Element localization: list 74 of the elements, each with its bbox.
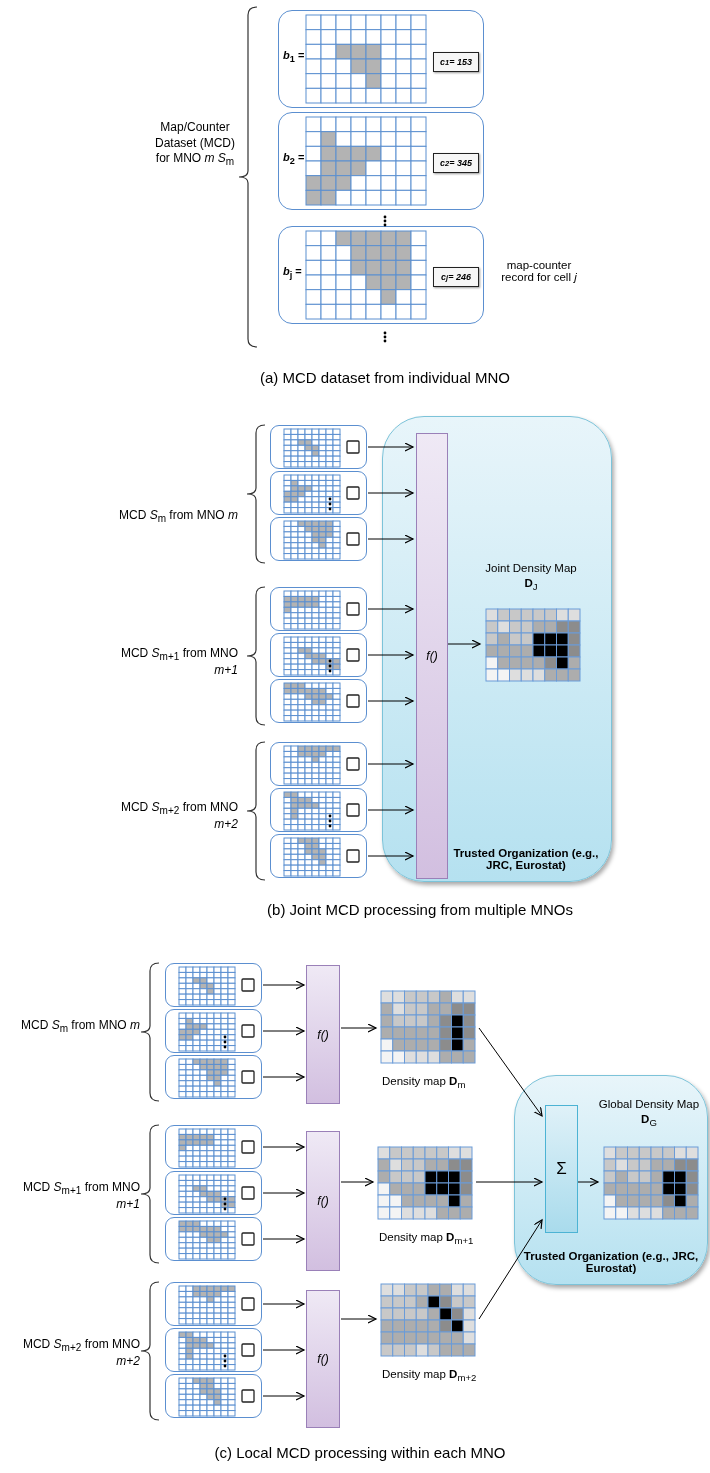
- arrow: [367, 534, 414, 544]
- organization-label: Trusted Organization (e.g., JRC, Eurostat): [452, 847, 600, 871]
- figure-caption: (c) Local MCD processing within each MNO: [213, 1443, 507, 1463]
- map-title: Global Density Map D$_{G}$: [597, 1097, 701, 1130]
- arrow: [262, 1299, 305, 1309]
- arrow: [262, 1142, 305, 1152]
- brace-label: MCD S$_{m+2}$ from MNO m+2: [21, 1337, 140, 1370]
- arrow: [478, 1027, 543, 1117]
- arrow: [262, 1072, 305, 1082]
- brace-label: MCD S$_{m+1}$ from MNO m+1: [21, 1180, 140, 1213]
- record-box: [165, 1009, 262, 1053]
- organization-label: Trusted Organization (e.g., JRC, Eurostat): [522, 1250, 700, 1274]
- record-box: [270, 679, 367, 723]
- record-box: [270, 742, 367, 786]
- arrow: [262, 1391, 305, 1401]
- arrow: [367, 759, 414, 769]
- record-note: map-counter record for cell j: [500, 259, 578, 283]
- record-box: [165, 1055, 262, 1099]
- arrow: [367, 442, 414, 452]
- record-box: [165, 1171, 262, 1215]
- map-title: Density map D$_{m}$: [382, 1074, 466, 1092]
- function-bar: f(): [416, 433, 448, 879]
- vector-label: b$_{2}$ =: [283, 151, 305, 167]
- record-box: [270, 517, 367, 561]
- arrow: [447, 639, 481, 649]
- record-box: [165, 1125, 262, 1169]
- arrow: [262, 1026, 305, 1036]
- brace-label: Map/Counter Dataset (MCD) for MNO m S$_{m}$: [154, 120, 236, 169]
- map-title: Density map D$_{m+2}$: [382, 1367, 477, 1385]
- arrow: [262, 1345, 305, 1355]
- arrow: [577, 1177, 599, 1187]
- record-box: [165, 1217, 262, 1261]
- arrow: [340, 1023, 377, 1033]
- sum-bar: Σ: [545, 1105, 578, 1233]
- record-box: [270, 834, 367, 878]
- record-box: [270, 587, 367, 631]
- brace-label: MCD S$_{m+2}$ from MNO m+2: [119, 800, 238, 833]
- vector-label: b$_{1}$ =: [283, 49, 305, 65]
- arrow: [367, 650, 414, 660]
- arrow: [262, 980, 305, 990]
- figure-caption: (a) MCD dataset from individual MNO: [258, 368, 512, 388]
- function-bar: f(): [306, 1290, 340, 1428]
- brace-label: MCD S$_{m+1}$ from MNO m+1: [119, 646, 238, 679]
- function-bar: f(): [306, 1131, 340, 1271]
- arrow: [262, 1234, 305, 1244]
- arrow: [367, 488, 414, 498]
- arrow: [367, 696, 414, 706]
- organization-panel: [514, 1075, 708, 1285]
- record-box: [278, 10, 484, 108]
- map-title: Density map D$_{m+1}$: [379, 1230, 474, 1248]
- record-box: [270, 633, 367, 677]
- arrow: [478, 1219, 543, 1320]
- record-box: [165, 1374, 262, 1418]
- vector-label: b$_{j}$ =: [283, 265, 302, 281]
- organization-panel: [382, 416, 612, 882]
- record-box: [165, 1282, 262, 1326]
- record-box: [165, 1328, 262, 1372]
- function-bar: f(): [306, 965, 340, 1104]
- record-box: [270, 471, 367, 515]
- record-box: [270, 788, 367, 832]
- arrow: [340, 1314, 377, 1324]
- arrow: [367, 805, 414, 815]
- figure-caption: (b) Joint MCD processing from multiple MNOs: [266, 900, 574, 920]
- arrow: [340, 1177, 374, 1187]
- arrow: [367, 604, 414, 614]
- map-title: Joint Density Map D$_{J}$: [484, 561, 578, 594]
- arrow: [475, 1177, 543, 1187]
- brace-label: MCD S$_{m}$ from MNO m: [19, 1018, 140, 1036]
- record-box: [270, 425, 367, 469]
- arrow: [262, 1188, 305, 1198]
- brace-label: MCD S$_{m}$ from MNO m: [117, 508, 238, 526]
- record-box: [278, 112, 484, 210]
- arrow: [367, 851, 414, 861]
- record-box: [165, 963, 262, 1007]
